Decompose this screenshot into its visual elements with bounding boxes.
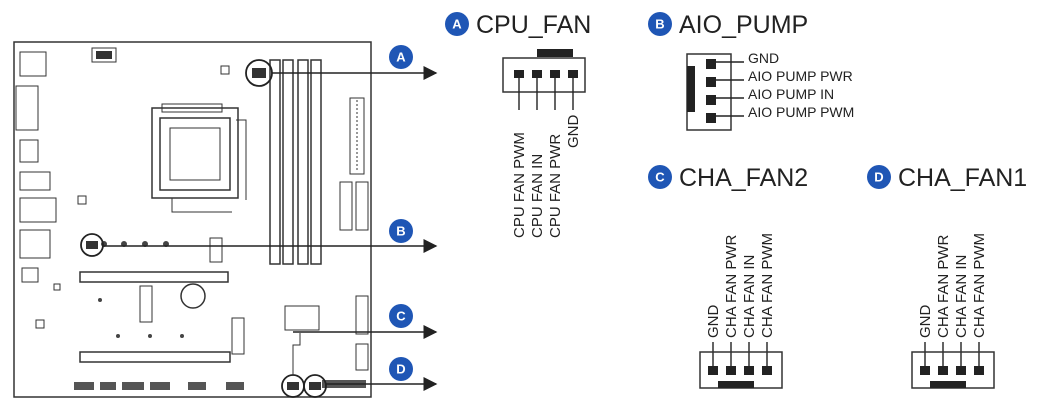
- cha-fan2-title: CHA_FAN2: [679, 164, 808, 192]
- cpu-fan-pin-pwm: CPU FAN PWM: [511, 132, 528, 238]
- connector-d-cha-fan1: D CHA_FAN1 GND CHA FAN PWR CHA FAN IN CH…: [867, 164, 1027, 389]
- title-badge-a-letter: A: [452, 17, 462, 32]
- small-header: [91, 47, 117, 63]
- bottom-headers: [74, 380, 366, 390]
- cpu-fan-pin-pwr: CPU FAN PWR: [547, 134, 564, 238]
- io-block: [19, 51, 47, 77]
- cha-fan2-pin-gnd: GND: [705, 305, 722, 339]
- atx-power: [349, 97, 365, 175]
- svg-text:A: A: [396, 50, 406, 65]
- title-badge-d: [867, 165, 891, 189]
- badge-d: D: [389, 357, 413, 381]
- io-block: [15, 85, 39, 131]
- title-badge-b: [648, 12, 672, 36]
- cha-fan2-pin-pwm: CHA FAN PWM: [759, 233, 776, 338]
- connector-b-aio-pump: B AIO_PUMP GND AIO PUMP PWR AIO PUMP IN …: [648, 11, 854, 131]
- pcie-slots: [79, 271, 245, 363]
- cpu-fan-title: CPU_FAN: [476, 11, 591, 39]
- title-badge-d-letter: D: [874, 170, 883, 185]
- aio-pump-location: [80, 233, 104, 257]
- aio-pump-pin-pwr: AIO PUMP PWR: [748, 68, 853, 84]
- sata-port: [339, 181, 353, 231]
- callout-arrows: A B C D: [103, 45, 438, 391]
- title-badge-c: [648, 165, 672, 189]
- cpu-fan-pin-gnd: GND: [565, 115, 582, 149]
- title-badge-c-letter: C: [655, 170, 665, 185]
- cha-fan1-title: CHA_FAN1: [898, 164, 1027, 192]
- motherboard-illustration: [13, 41, 372, 398]
- badge-a: A: [389, 45, 413, 69]
- sata-port: [355, 181, 369, 231]
- cha-fan2-pin-pwr: CHA FAN PWR: [723, 234, 740, 338]
- badge-c: C: [389, 304, 413, 328]
- io-block: [19, 171, 51, 191]
- io-block: [21, 267, 39, 283]
- io-block: [19, 197, 57, 223]
- cpu-socket: [151, 103, 247, 213]
- ram-slots: [269, 59, 322, 265]
- cha-fan1-pin-in: CHA FAN IN: [953, 255, 970, 338]
- badge-b: B: [389, 219, 413, 243]
- cha-fan1-location: [303, 374, 327, 398]
- aio-pump-pin-pwm: AIO PUMP PWM: [748, 104, 854, 120]
- title-badge-b-letter: B: [655, 17, 664, 32]
- cha-fan2-pin-in: CHA FAN IN: [741, 255, 758, 338]
- svg-text:B: B: [396, 224, 405, 239]
- io-block: [19, 229, 51, 259]
- title-badge-a: [445, 12, 469, 36]
- cha-fan1-pin-pwm: CHA FAN PWM: [971, 233, 988, 338]
- cpu-fan-header: [502, 57, 586, 93]
- connector-a-cpu-fan: A CPU_FAN CPU FAN PWM CPU FAN IN CPU FAN…: [445, 11, 591, 238]
- io-block: [19, 139, 39, 163]
- aio-pump-pin-in: AIO PUMP IN: [748, 86, 834, 102]
- connector-c-cha-fan2: C CHA_FAN2 GND CHA FAN PWR CHA FAN IN CH…: [648, 164, 808, 389]
- board-outline: [13, 41, 372, 398]
- aio-pump-title: AIO_PUMP: [679, 11, 808, 39]
- cha-fan1-pin-gnd: GND: [917, 305, 934, 339]
- aio-pump-pin-gnd: GND: [748, 50, 779, 66]
- svg-text:D: D: [396, 362, 405, 377]
- svg-text:C: C: [396, 309, 406, 324]
- cha-fan1-pin-pwr: CHA FAN PWR: [935, 234, 952, 338]
- cpu-fan-pin-in: CPU FAN IN: [529, 154, 546, 238]
